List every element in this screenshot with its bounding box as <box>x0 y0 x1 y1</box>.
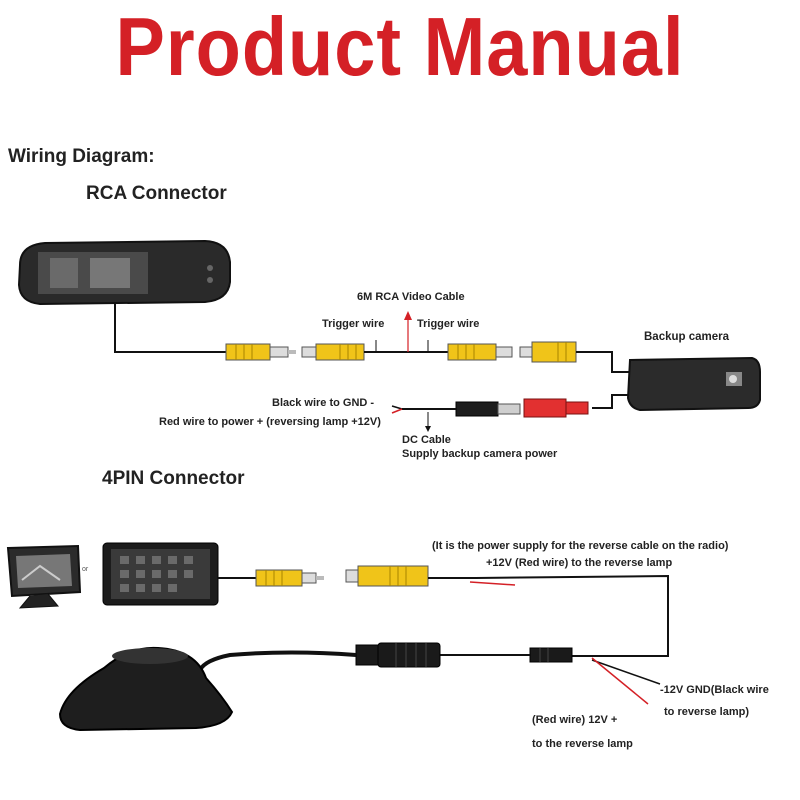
4pin-connector-heading: 4PIN Connector <box>102 468 245 489</box>
4pin-connector-icon <box>355 642 441 668</box>
red-wire-bottom-label2: to the reverse lamp <box>532 738 633 750</box>
black-wire-label: Black wire to GND - <box>272 397 375 409</box>
backup-camera-label: Backup camera <box>644 331 730 343</box>
rca-plug-icon <box>345 565 429 587</box>
supply-power-label: Supply backup camera power <box>402 448 558 460</box>
dashboard-monitor-icon <box>6 544 82 609</box>
dc-plug-icon <box>455 401 521 417</box>
rca-plug-icon <box>523 398 589 418</box>
power-supply-note: (It is the power supply for the reverse … <box>432 540 729 552</box>
red-wire-bottom-label1: (Red wire) 12V + <box>532 714 618 726</box>
rca-connector-heading: RCA Connector <box>86 183 227 204</box>
rearview-mirror-monitor-icon <box>17 239 231 306</box>
gnd-label-line1: -12V GND(Black wire <box>660 684 769 696</box>
4pin-connector-icon <box>529 647 573 663</box>
video-cable-label: 6M RCA Video Cable <box>357 291 465 303</box>
rca-plug-icon <box>225 343 296 361</box>
page-title: Product Manual <box>115 0 685 93</box>
gnd-label-line2: to reverse lamp) <box>664 706 749 718</box>
red-wire-label: Red wire to power + (reversing lamp +12V… <box>159 416 381 428</box>
dc-cable-label: DC Cable <box>402 434 451 446</box>
rca-plug-icon <box>447 343 513 361</box>
trigger-wire-left-label: Trigger wire <box>322 318 385 330</box>
red-wire-top-label: +12V (Red wire) to the reverse lamp <box>486 557 673 569</box>
android-head-unit-icon <box>102 542 219 606</box>
backup-camera-icon <box>626 356 761 412</box>
rca-plug-icon <box>301 343 365 361</box>
underbody-camera-icon <box>58 646 234 732</box>
or-label: or <box>82 566 89 573</box>
wiring-diagram-heading: Wiring Diagram: <box>8 146 155 167</box>
trigger-wire-right-label: Trigger wire <box>417 318 480 330</box>
rca-plug-icon <box>255 569 324 587</box>
